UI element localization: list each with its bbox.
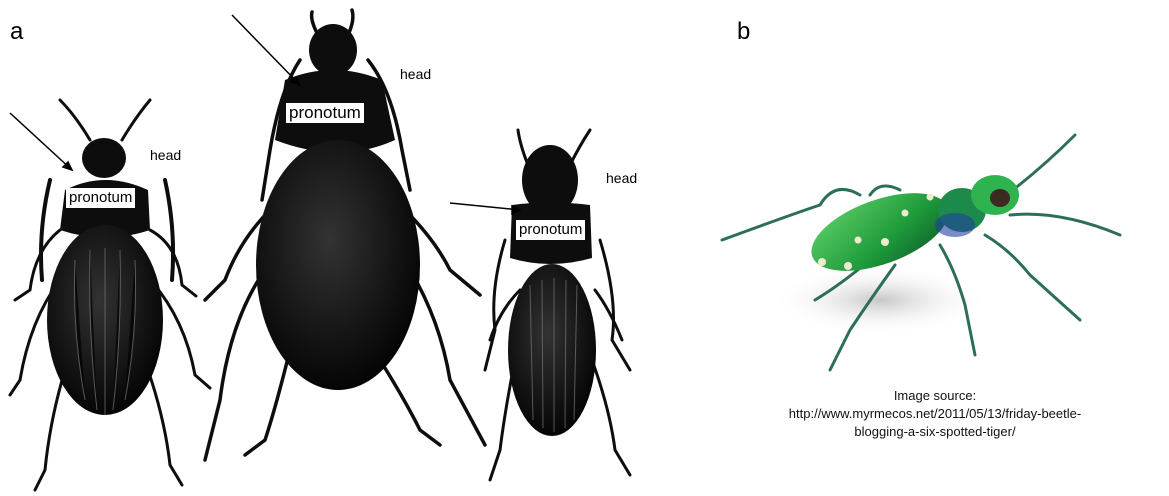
image-source-caption: Image source: http://www.myrmecos.net/20… bbox=[715, 387, 1155, 441]
pronotum-label-left: pronotum bbox=[66, 188, 135, 208]
tiger-blue-sheen bbox=[935, 213, 975, 237]
caption-line-2: http://www.myrmecos.net/2011/05/13/frida… bbox=[715, 405, 1155, 423]
head-label-right: head bbox=[606, 170, 637, 186]
tiger-shadow bbox=[770, 265, 990, 335]
beetle-center-body bbox=[256, 24, 420, 390]
tiger-beetle-photo bbox=[722, 135, 1120, 370]
arrow-center bbox=[232, 15, 300, 85]
tiger-eye bbox=[990, 189, 1010, 207]
head-label-center: head bbox=[400, 66, 431, 82]
arrow-left bbox=[10, 113, 72, 170]
caption-line-3: blogging-a-six-spotted-tiger/ bbox=[715, 423, 1155, 441]
tiger-legs bbox=[722, 135, 1120, 370]
head-label-left: head bbox=[150, 147, 181, 163]
arrow-right bbox=[450, 203, 520, 210]
beetle-right-body bbox=[508, 145, 596, 436]
caption-line-1: Image source: bbox=[715, 387, 1155, 405]
pronotum-label-center: pronotum bbox=[286, 103, 364, 123]
pronotum-label-right: pronotum bbox=[516, 220, 585, 240]
